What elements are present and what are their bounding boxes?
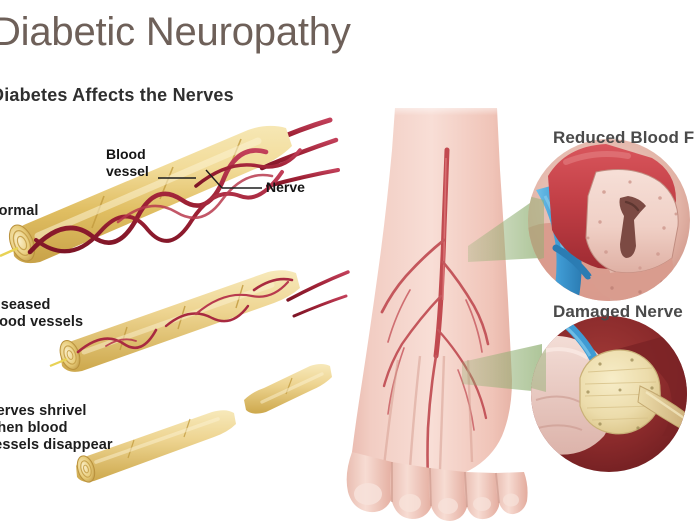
leader-nerve-tick	[205, 169, 223, 189]
page-subtitle: Diabetes Affects the Nerves	[0, 85, 234, 105]
nerve-stage-diseased-illustration	[49, 270, 350, 372]
callout-wedges	[462, 196, 542, 392]
annotation-nerve: Nerve	[266, 179, 305, 195]
callout-wedge-upper	[468, 196, 540, 262]
stage-label-normal: Normal	[0, 203, 39, 219]
foot-toes	[346, 452, 528, 521]
nerve-stage-shriveled-illustration	[76, 364, 332, 483]
nerve-cut-end-diseased	[49, 340, 81, 370]
nerve-stage-normal-illustration	[0, 117, 340, 264]
inset-damaged-nerve	[531, 316, 687, 472]
annotation-blood-vessel: Blood vessel	[106, 146, 149, 179]
inset-reduced-blood-flow	[528, 139, 690, 301]
page-title: Diabetic Neuropathy	[0, 10, 351, 54]
callout-wedge-lower	[462, 344, 542, 392]
nerve-cut-end-shriveled	[76, 455, 96, 483]
annotation-leader-lines	[158, 169, 262, 189]
stage-label-nerves-shrivel: Nerves shrivel when blood vessels disapp…	[0, 403, 113, 454]
callout-label-reduced-blood-flow: Reduced Blood Flow	[553, 128, 694, 147]
callout-label-damaged-nerve: Damaged Nerve	[553, 302, 683, 321]
foot-illustration	[346, 108, 528, 521]
stage-label-diseased-vessels: Diseased blood vessels	[0, 297, 84, 331]
